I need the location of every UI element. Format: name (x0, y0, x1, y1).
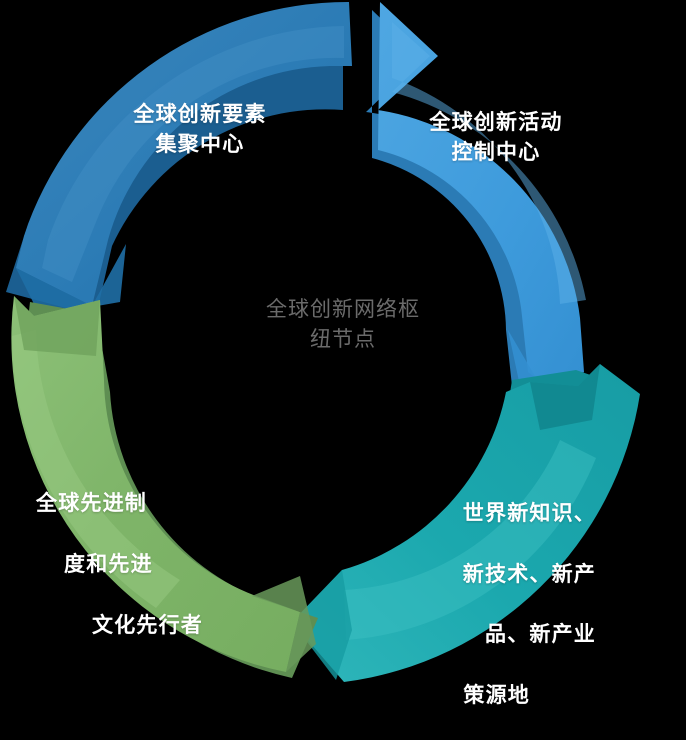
segment-top-right[interactable] (366, 2, 586, 392)
segment-bottom-left-arrowhead (252, 576, 316, 672)
segment-bottom-right-arrowfold (530, 364, 600, 430)
segment-top-right-facet (392, 22, 586, 304)
segment-top-left[interactable] (6, 1, 352, 316)
segment-top-left-body (16, 1, 352, 307)
segment-bottom-right[interactable] (292, 364, 640, 682)
segment-bottom-left-body (11, 296, 301, 672)
segment-bottom-left-arrowfold (14, 296, 100, 356)
segment-top-left-facet (42, 26, 344, 282)
segment-bottom-right-facet (344, 440, 596, 640)
cycle-arrow-wheel (6, 1, 640, 682)
segment-bottom-left-facet (12, 330, 180, 608)
segment-bottom-right-body (292, 364, 640, 682)
segment-bottom-left[interactable] (11, 296, 318, 678)
segment-top-right-body (378, 2, 584, 378)
segment-top-left-arrowhead (16, 244, 126, 316)
segment-label-bottom-right-line-4: 策源地 (463, 682, 530, 707)
segment-bottom-right-arrowhead (292, 570, 352, 680)
diagram-canvas: 全球创新要素 集聚中心 全球创新活动 控制中心 世界新知识、 新技术、新产 品、… (6, 1, 640, 707)
